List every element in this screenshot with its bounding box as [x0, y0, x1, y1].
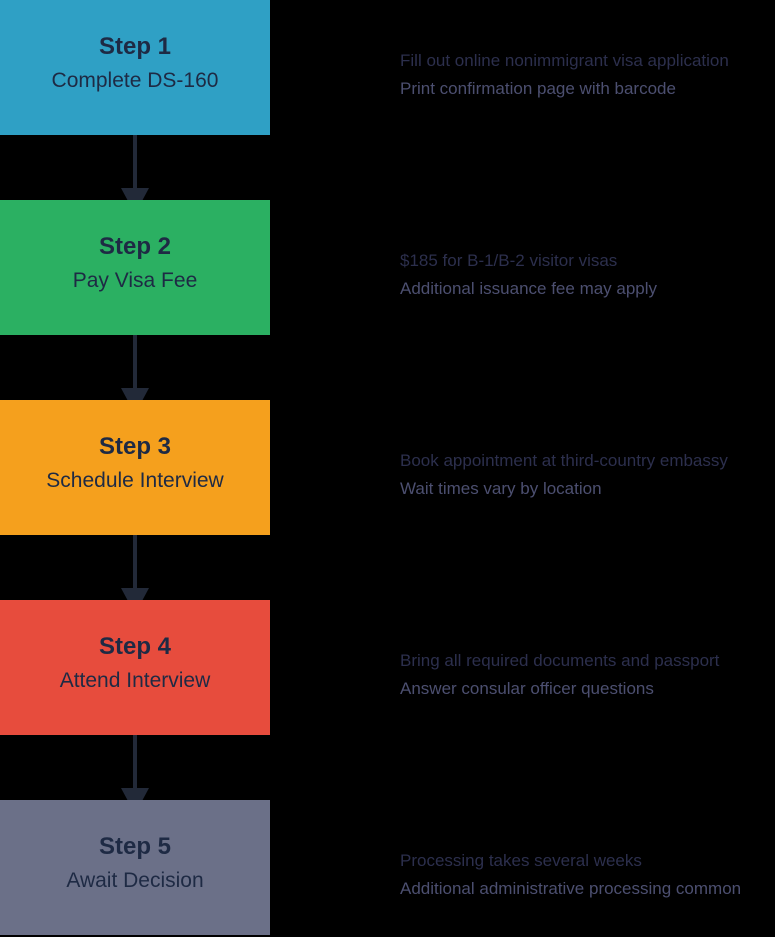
- detail-line: Wait times vary by location: [400, 479, 602, 498]
- step-title: Step 2: [98, 233, 172, 260]
- step-subtitle: Complete DS-160: [51, 69, 219, 92]
- step-subtitle: Pay Visa Fee: [72, 269, 198, 292]
- flow-step: Step 3 Schedule Interview Book appointme…: [0, 400, 775, 614]
- detail-line: Print confirmation page with barcode: [400, 79, 676, 98]
- flow-step: Step 5 Await Decision Processing takes s…: [0, 800, 775, 937]
- arrow-line: [133, 535, 137, 589]
- arrow-line: [133, 735, 137, 789]
- step-box: Step 4 Attend Interview: [0, 600, 270, 735]
- flow-step: Step 1 Complete DS-160 Fill out online n…: [0, 0, 775, 214]
- step-subtitle: Await Decision: [66, 869, 204, 892]
- step-title: Step 1: [98, 33, 172, 60]
- detail-line: Bring all required documents and passpor…: [400, 651, 720, 670]
- step-details: Processing takes several weeks Additiona…: [400, 847, 775, 903]
- step-title: Step 3: [98, 433, 172, 460]
- detail-line: Additional issuance fee may apply: [400, 279, 658, 298]
- step-box: Step 2 Pay Visa Fee: [0, 200, 270, 335]
- detail-line: $185 for B-1/B-2 visitor visas: [400, 251, 618, 270]
- arrow-line: [133, 135, 137, 189]
- step-box: Step 1 Complete DS-160: [0, 0, 270, 135]
- step-details: $185 for B-1/B-2 visitor visas Additiona…: [400, 247, 775, 303]
- step-box: Step 5 Await Decision: [0, 800, 270, 935]
- step-subtitle: Attend Interview: [59, 669, 211, 692]
- step-details: Book appointment at third-country embass…: [400, 447, 775, 503]
- detail-line: Fill out online nonimmigrant visa applic…: [400, 51, 729, 70]
- flow-step: Step 4 Attend Interview Bring all requir…: [0, 600, 775, 814]
- arrow-line: [133, 335, 137, 389]
- detail-line: Book appointment at third-country embass…: [400, 451, 728, 470]
- step-subtitle: Schedule Interview: [46, 469, 224, 492]
- detail-line: Additional administrative processing com…: [400, 879, 742, 898]
- step-title: Step 4: [98, 633, 172, 660]
- detail-line: Answer consular officer questions: [400, 679, 654, 698]
- detail-line: Processing takes several weeks: [400, 851, 642, 870]
- step-details: Bring all required documents and passpor…: [400, 647, 775, 703]
- step-box: Step 3 Schedule Interview: [0, 400, 270, 535]
- step-details: Fill out online nonimmigrant visa applic…: [400, 47, 775, 103]
- flow-step: Step 2 Pay Visa Fee $185 for B-1/B-2 vis…: [0, 200, 775, 414]
- step-title: Step 5: [98, 833, 172, 860]
